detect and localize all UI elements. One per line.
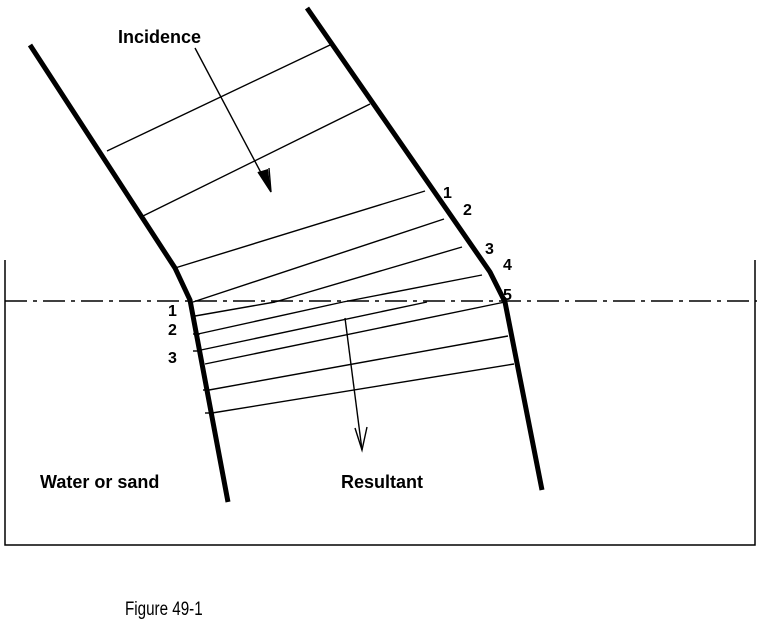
- right-number-4: 4: [503, 257, 512, 274]
- tank-outline: [4, 260, 756, 546]
- beam-boundaries: [27, 6, 545, 503]
- left-number-2: 2: [168, 322, 177, 339]
- right-number-2: 2: [463, 202, 472, 219]
- right-number-1: 1: [443, 185, 452, 202]
- left-number-1: 1: [168, 303, 177, 320]
- refracted-wavefronts: [193, 301, 515, 414]
- medium-label: Water or sand: [40, 472, 159, 492]
- resultant-label: Resultant: [341, 472, 423, 492]
- left-number-3: 3: [168, 350, 177, 367]
- right-number-3: 3: [485, 241, 494, 258]
- left-boundary: [27, 43, 231, 503]
- incident-wavefronts: [106, 44, 483, 303]
- incidence-arrow: [194, 47, 272, 193]
- right-boundary: [304, 6, 545, 491]
- resultant-arrow: [344, 317, 368, 453]
- incidence-label: Incidence: [118, 27, 201, 47]
- figure-caption: Figure 49-1: [125, 597, 203, 619]
- right-number-5: 5: [503, 287, 512, 304]
